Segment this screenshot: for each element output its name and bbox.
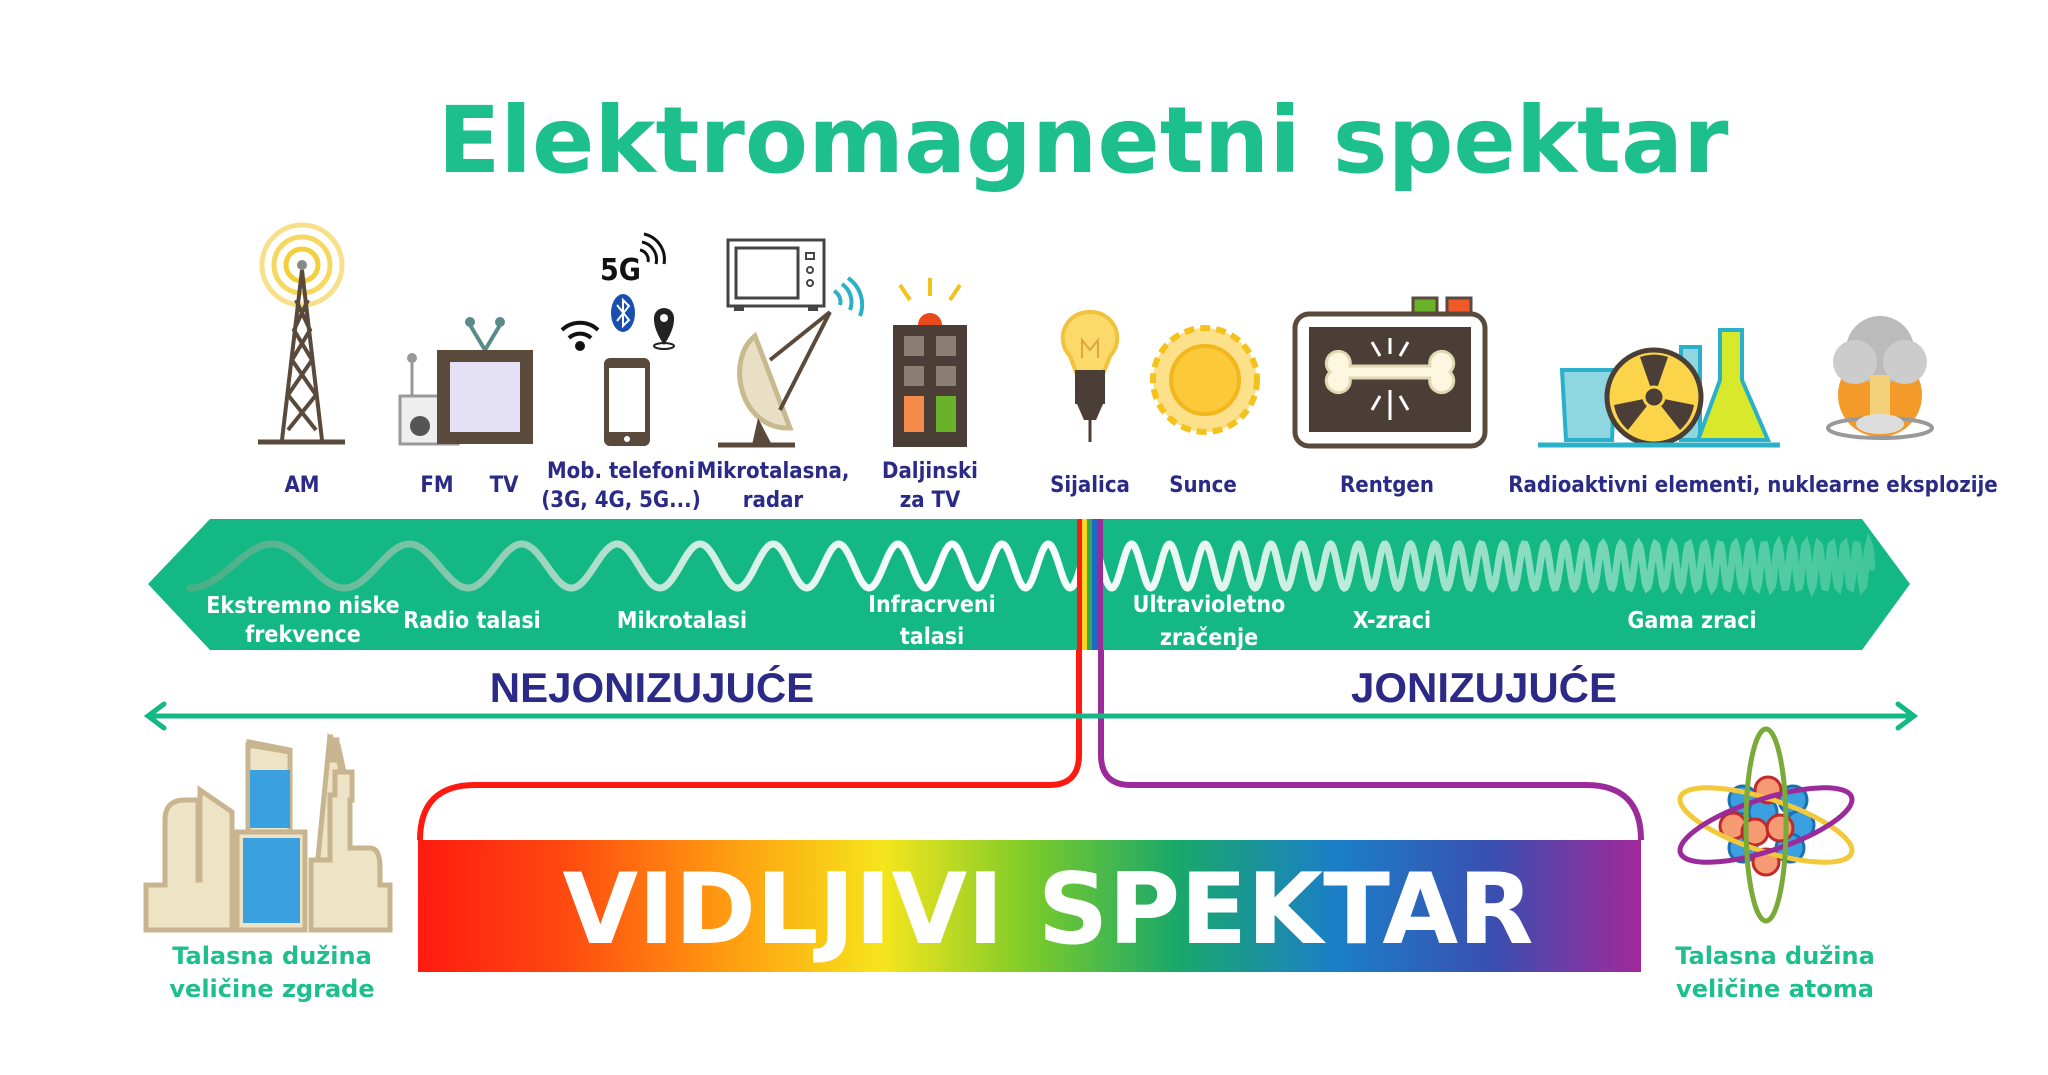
sun-icon bbox=[1150, 325, 1260, 435]
label-bulb: Sijalica bbox=[1050, 473, 1130, 498]
visible-marker-lines bbox=[417, 519, 1644, 841]
radio-tower-icon bbox=[258, 222, 345, 445]
band-radio: Radio talasi bbox=[403, 608, 541, 634]
band-micro: Mikrotalasi bbox=[617, 608, 747, 634]
tv-remote-icon bbox=[893, 278, 967, 447]
atom-caption-2: veličine atoma bbox=[1676, 975, 1874, 1003]
page-title: Elektromagnetni spektar bbox=[438, 87, 1730, 194]
signal-icon bbox=[639, 232, 666, 265]
label-remote-1: Daljinski bbox=[882, 459, 978, 484]
city-buildings-icon bbox=[143, 732, 393, 933]
label-remote-2: za TV bbox=[900, 488, 961, 513]
band-ir-1: Infracrveni bbox=[868, 592, 995, 618]
building-caption-1: Talasna dužina bbox=[172, 942, 372, 970]
mobile-phone-icon bbox=[604, 358, 650, 446]
nuclear-explosion-icon bbox=[1826, 316, 1934, 440]
bluetooth-icon bbox=[611, 294, 635, 332]
atom-icon bbox=[1677, 726, 1855, 924]
xray-machine-icon bbox=[1292, 296, 1488, 449]
label-fm: FM bbox=[420, 473, 453, 498]
band-uv-1: Ultravioletno bbox=[1133, 592, 1286, 618]
band-ir-2: talasi bbox=[900, 624, 964, 650]
satellite-dish-icon bbox=[718, 276, 865, 448]
label-mobile-2: (3G, 4G, 5G...) bbox=[541, 488, 701, 513]
band-xrays: X-zraci bbox=[1353, 608, 1431, 634]
band-gamma: Gama zraci bbox=[1627, 608, 1756, 634]
radioactive-lab-icon bbox=[1538, 328, 1780, 448]
location-pin-icon bbox=[653, 308, 675, 350]
tv-icon bbox=[437, 317, 533, 444]
label-microwave-1: Mikrotalasna, bbox=[697, 459, 850, 484]
label-am: AM bbox=[284, 473, 319, 498]
visible-spectrum-label: VIDLJIVI SPEKTAR bbox=[562, 853, 1533, 967]
label-microwave-2: radar bbox=[743, 488, 804, 513]
double-arrow bbox=[143, 701, 1919, 731]
microwave-icon bbox=[726, 238, 826, 311]
label-tv: TV bbox=[490, 473, 520, 498]
wifi-icon bbox=[560, 320, 600, 351]
ionizing-label: JONIZUJUĆE bbox=[1351, 663, 1617, 711]
light-bulb-icon bbox=[1060, 309, 1120, 442]
5g-badge: 5G bbox=[600, 253, 641, 288]
label-sun: Sunce bbox=[1169, 473, 1237, 498]
city-windows bbox=[243, 770, 300, 923]
visible-spectrum-bar bbox=[418, 840, 1641, 972]
atom-caption-1: Talasna dužina bbox=[1675, 942, 1875, 970]
band-elf-1: Ekstremno niske bbox=[206, 593, 399, 619]
label-xray: Rentgen bbox=[1340, 473, 1434, 498]
band-uv-2: zračenje bbox=[1160, 625, 1258, 651]
spectrum-wave bbox=[186, 532, 1876, 598]
building-caption-2: veličine zgrade bbox=[169, 975, 374, 1003]
band-elf-2: frekvence bbox=[245, 622, 361, 648]
label-radioactive: Radioaktivni elementi, nuklearne eksploz… bbox=[1508, 473, 1997, 498]
non-ionizing-label: NEJONIZUJUĆE bbox=[490, 663, 814, 711]
label-mobile-1: Mob. telefoni bbox=[547, 459, 695, 484]
